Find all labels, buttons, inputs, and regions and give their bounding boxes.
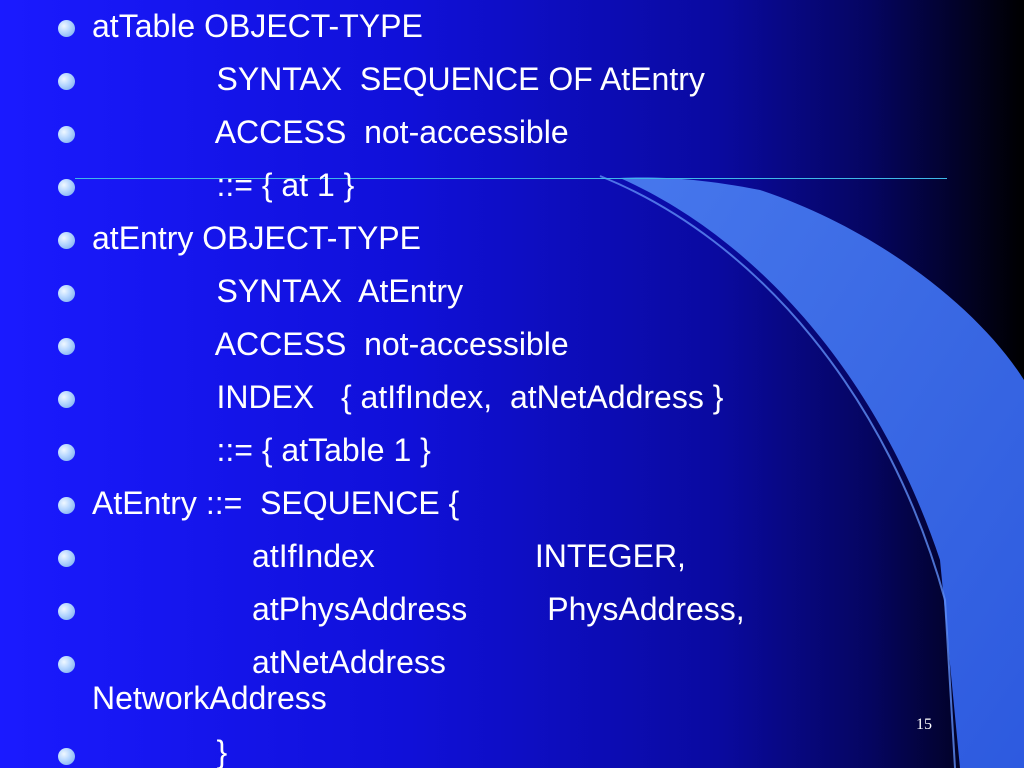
list-item: ::= { atTable 1 } <box>92 432 431 468</box>
bullet-icon <box>58 20 75 37</box>
list-item: ACCESS not-accessible <box>92 114 569 150</box>
bullet-icon <box>58 126 75 143</box>
list-item: ACCESS not-accessible <box>92 326 569 362</box>
list-item: atIfIndex INTEGER, <box>92 538 686 574</box>
bullet-icon <box>58 232 75 249</box>
list-item: SYNTAX SEQUENCE OF AtEntry <box>92 61 705 97</box>
list-item: atNetAddress NetworkAddress <box>92 644 446 716</box>
bullet-icon <box>58 603 75 620</box>
bullet-icon <box>58 179 75 196</box>
list-item: } <box>92 734 228 768</box>
bullet-icon <box>58 73 75 90</box>
bullet-icon <box>58 391 75 408</box>
slide-number: 15 <box>916 716 932 733</box>
list-item: atEntry OBJECT-TYPE <box>92 220 421 256</box>
list-item: AtEntry ::= SEQUENCE { <box>92 485 460 521</box>
horizontal-rule <box>75 178 947 179</box>
bullet-icon <box>58 285 75 302</box>
bullet-icon <box>58 656 75 673</box>
list-item: SYNTAX AtEntry <box>92 273 464 309</box>
list-item: atPhysAddress PhysAddress, <box>92 591 745 627</box>
list-item: atTable OBJECT-TYPE <box>92 8 423 44</box>
bullet-icon <box>58 497 75 514</box>
bullet-icon <box>58 748 75 765</box>
curve-edge <box>599 175 956 768</box>
bullet-icon <box>58 550 75 567</box>
bullet-icon <box>58 444 75 461</box>
curve-shape <box>620 177 1024 768</box>
list-item: INDEX { atIfIndex, atNetAddress } <box>92 379 724 415</box>
list-item: ::= { at 1 } <box>92 167 355 203</box>
bullet-icon <box>58 338 75 355</box>
